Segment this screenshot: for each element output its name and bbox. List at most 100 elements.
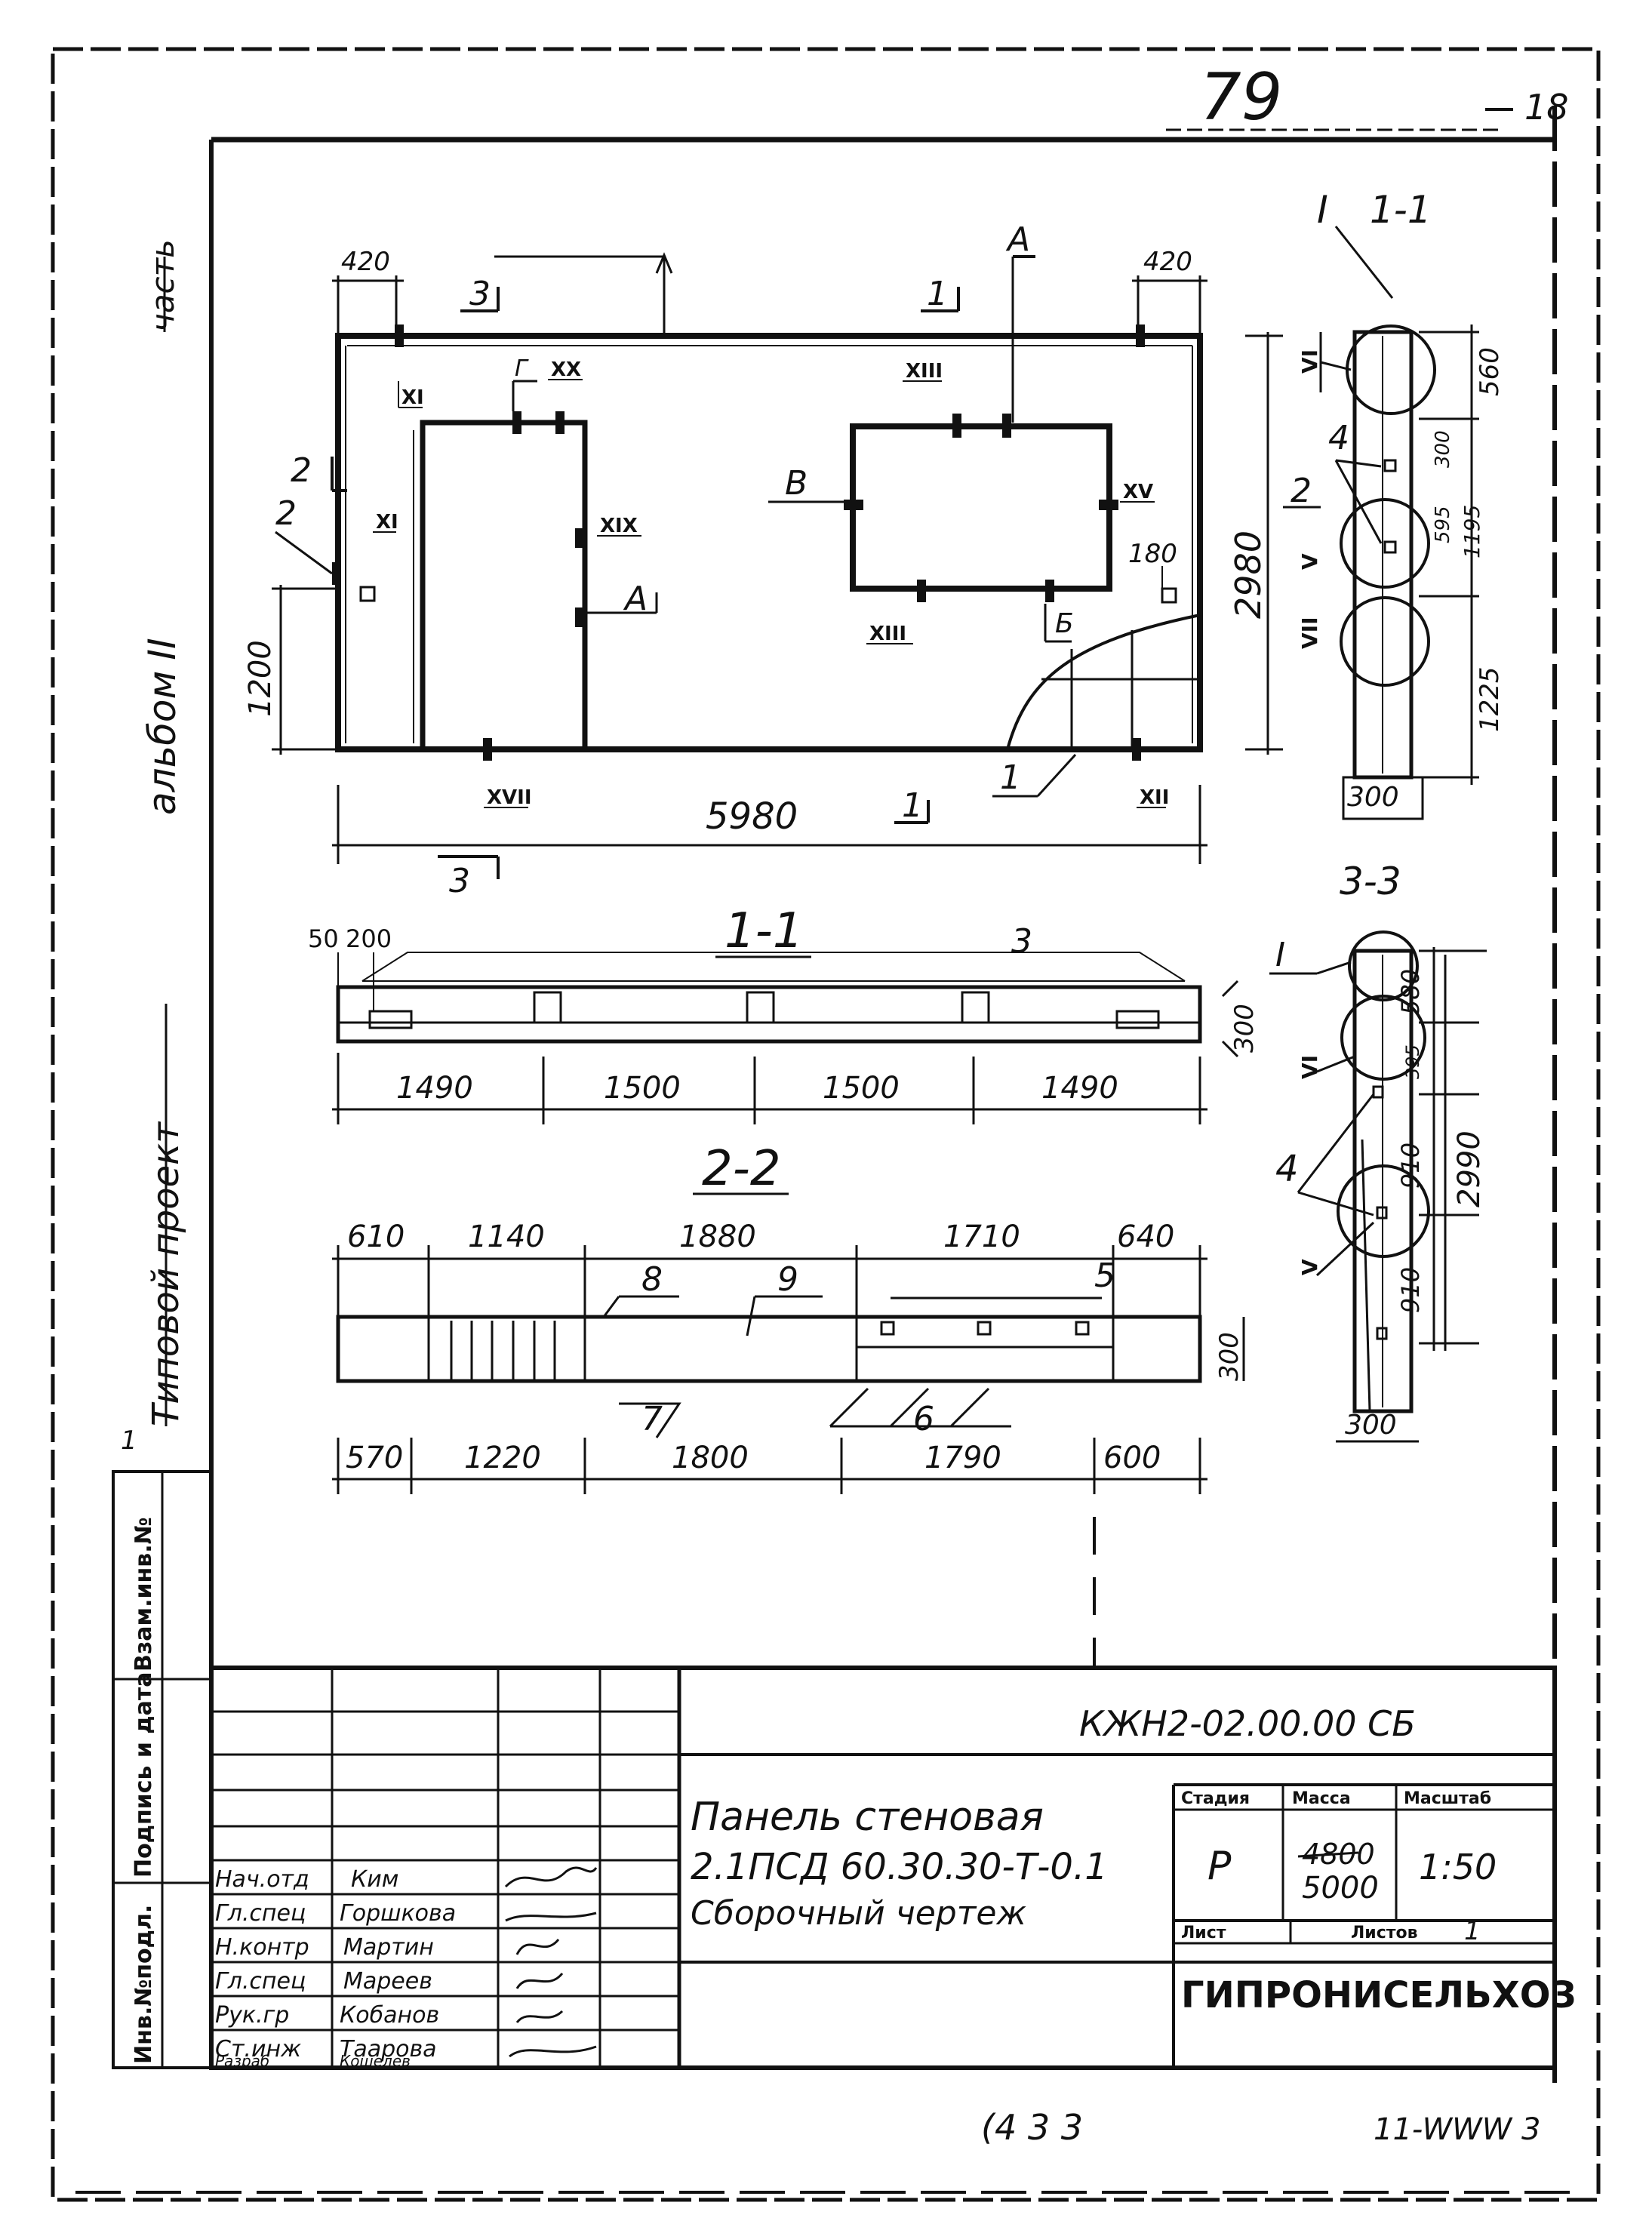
svg-text:XIX: XIX	[600, 515, 638, 537]
svg-text:610: 610	[347, 1220, 405, 1254]
svg-text:3: 3	[449, 862, 470, 900]
svg-text:Рук.гр: Рук.гр	[215, 2002, 289, 2029]
svg-text:1710: 1710	[943, 1220, 1020, 1254]
svg-text:A: A	[623, 580, 648, 618]
svg-text:Кошелев: Кошелев	[340, 2052, 411, 2070]
svg-text:580: 580	[1396, 969, 1425, 1015]
section-2-2-outline	[336, 1315, 1202, 1383]
bottom-mark-right: 11-WWW 3	[1374, 2112, 1540, 2147]
svg-text:4: 4	[1328, 419, 1349, 457]
svg-text:640: 640	[1117, 1220, 1174, 1254]
corner-number: 18	[1524, 87, 1569, 128]
svg-text:2: 2	[1291, 472, 1312, 510]
organization: ГИПРОНИСЕЛЬХОЗ	[1181, 1974, 1577, 2016]
svg-text:4: 4	[1275, 1148, 1299, 1190]
section-1-1-outline	[336, 985, 1202, 1044]
svg-text:200: 200	[346, 924, 392, 953]
part-label: часть	[144, 239, 181, 332]
svg-text:570: 570	[346, 1441, 403, 1475]
title-name-line1: Панель стеновая	[691, 1795, 1044, 1840]
section-1-1-title: 1-1	[724, 903, 804, 959]
svg-text:300: 300	[1229, 1004, 1260, 1053]
svg-text:1500: 1500	[604, 1071, 681, 1106]
svg-text:300: 300	[1347, 782, 1399, 813]
svg-text:3: 3	[469, 275, 491, 313]
svg-text:560: 560	[1475, 347, 1505, 396]
svg-text:8: 8	[641, 1260, 663, 1299]
scale-value: 1:50	[1419, 1847, 1497, 1887]
svg-text:Масштаб: Масштаб	[1404, 1789, 1491, 1808]
svg-text:300: 300	[1214, 1332, 1244, 1381]
drawing-code: КЖН2-02.00.00 СБ	[1079, 1703, 1416, 1744]
title-name-line2: 2.1ПСД 60.30.30-Т-0.1	[691, 1846, 1108, 1888]
section-1-1-side: I 1-1 300 VI V VII 4 2 560 300 59	[1283, 188, 1505, 820]
dim-window-sill: 1200	[243, 640, 278, 717]
side-small-mark: 1	[121, 1426, 137, 1456]
svg-text:5: 5	[1094, 1256, 1115, 1295]
svg-text:1225: 1225	[1475, 666, 1505, 732]
dim-small: 180	[1128, 539, 1177, 569]
svg-text:XI: XI	[401, 386, 424, 409]
svg-text:Мартин: Мартин	[343, 1934, 434, 1961]
cutaway-curve	[1006, 614, 1201, 750]
section-2-2: 2-2 610 1140 1880 1710 640 8	[332, 1141, 1245, 1668]
svg-text:595: 595	[1432, 506, 1454, 543]
svg-text:1: 1	[927, 275, 948, 313]
svg-text:6: 6	[913, 1400, 934, 1438]
svg-text:I: I	[1317, 188, 1328, 232]
svg-text:600: 600	[1103, 1441, 1161, 1475]
svg-text:1195: 1195	[1460, 505, 1484, 558]
svg-text:VI: VI	[1297, 349, 1322, 374]
svg-text:Таарова: Таарова	[340, 2036, 437, 2062]
svg-text:Б: Б	[1055, 608, 1074, 639]
svg-text:Гл.спец: Гл.спец	[215, 1900, 306, 1927]
svg-text:Нач.отд: Нач.отд	[215, 1866, 309, 1893]
staff-list: Нач.отд Ким Гл.спец Горшкова Н.контр Мар…	[215, 1866, 456, 2070]
bottom-mark-left: (4 3 3	[981, 2107, 1083, 2148]
outer-frame	[51, 47, 1601, 2202]
svg-text:Н.контр: Н.контр	[215, 1934, 309, 1961]
svg-text:Лист: Лист	[1181, 1924, 1226, 1942]
signatures	[504, 1866, 598, 2058]
svg-text:A: A	[1005, 220, 1030, 259]
title-name-line3: Сборочный чертеж	[691, 1894, 1026, 1933]
svg-text:1490: 1490	[396, 1071, 473, 1106]
svg-text:2: 2	[291, 451, 312, 490]
svg-text:XIII: XIII	[869, 623, 906, 645]
dim-right-offset: 420	[1143, 247, 1192, 277]
svg-text:XVII: XVII	[487, 786, 532, 809]
section-3-3-title: 3-3	[1340, 860, 1401, 903]
section-3-3: 3-3 I 300 VI V 4 580 395	[1269, 860, 1487, 1443]
section-2-2-title: 2-2	[702, 1141, 781, 1197]
svg-text:300: 300	[1432, 430, 1454, 468]
svg-text:XII: XII	[1140, 786, 1169, 809]
svg-text:2990: 2990	[1452, 1130, 1487, 1207]
mass-value: 5000	[1302, 1871, 1379, 1905]
svg-text:1: 1	[902, 786, 923, 825]
svg-text:XIII: XIII	[906, 360, 943, 383]
leader-2: 2	[275, 494, 297, 533]
svg-text:Г: Г	[515, 355, 529, 382]
section-3-3-outline	[1352, 949, 1414, 1413]
svg-text:395: 395	[1402, 1044, 1423, 1079]
binding-vzam: Взам.инв.№	[131, 1517, 157, 1672]
section-1-1: 1-1 1490 1500 1500 1490 50 200 3 300	[308, 903, 1260, 1124]
door-opening	[420, 420, 588, 749]
svg-text:Листов: Листов	[1351, 1924, 1418, 1942]
svg-text:XV: XV	[1123, 481, 1153, 503]
svg-text:Гл.спец: Гл.спец	[215, 1968, 306, 1995]
svg-text:Горшкова: Горшкова	[340, 1900, 456, 1927]
dim-left-offset: 420	[341, 247, 390, 277]
page-number: 79	[1200, 60, 1282, 135]
svg-text:1500: 1500	[823, 1071, 900, 1106]
svg-text:B: B	[785, 464, 808, 503]
svg-text:910: 910	[1396, 1267, 1425, 1313]
svg-text:Разраб: Разраб	[215, 2052, 269, 2070]
stage-value: Р	[1207, 1844, 1232, 1889]
binding-table: Взам.инв.№ Подпись и дата Инв.№подл.	[112, 1470, 213, 2069]
binding-sign-date: Подпись и дата	[131, 1672, 157, 1878]
svg-text:Ст.инж: Ст.инж	[215, 2036, 301, 2062]
svg-text:I: I	[1275, 936, 1285, 974]
svg-text:VII: VII	[1297, 617, 1322, 649]
